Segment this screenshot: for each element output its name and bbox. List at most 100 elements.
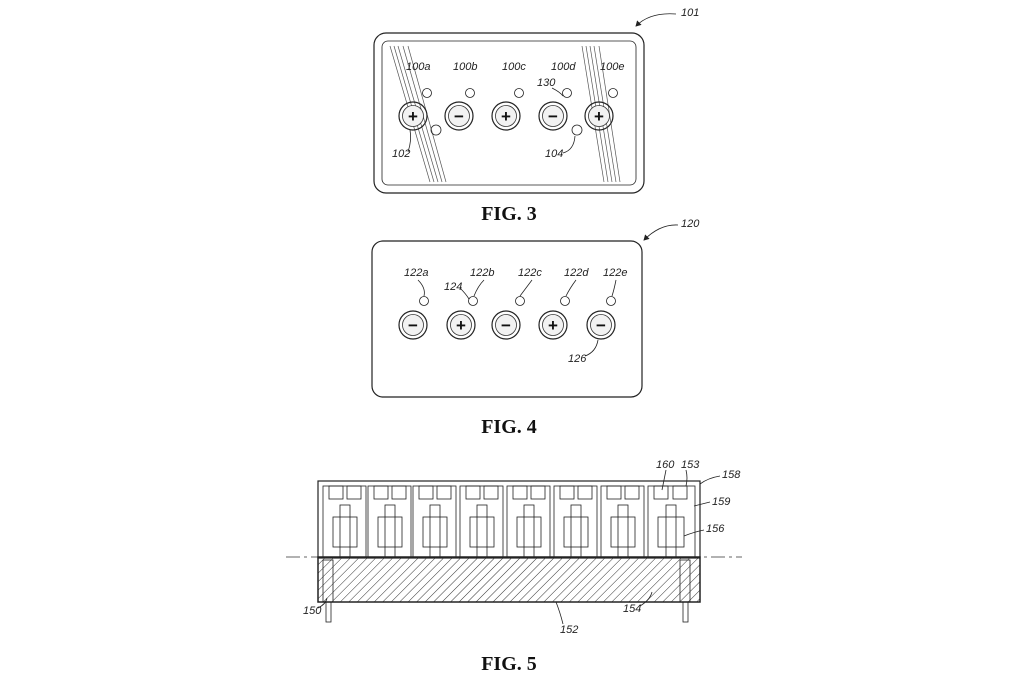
fig3-terminal-3-sign: + bbox=[501, 107, 511, 126]
fig3-ref-102-leader bbox=[407, 129, 412, 153]
fig5-lower-block bbox=[317, 556, 701, 603]
fig4-terminal-4-sign: + bbox=[548, 316, 558, 335]
fig4-label-122d: 122d bbox=[564, 267, 589, 279]
fig5-cell-6 bbox=[553, 485, 598, 558]
fig3-ref-130: 130 bbox=[537, 77, 556, 89]
fig3-terminal-5-sign: + bbox=[594, 107, 604, 126]
fig4-hole-122b bbox=[468, 296, 478, 306]
fig4-housing bbox=[371, 240, 643, 398]
fig4-hole-122c bbox=[515, 296, 525, 306]
fig5-ref-152-leader bbox=[555, 601, 564, 625]
fig3-terminal-2: − bbox=[444, 101, 474, 131]
fig4-label-122b: 122b bbox=[470, 267, 494, 279]
fig3-label-100c: 100c bbox=[502, 61, 526, 73]
fig5-ref-156-leader bbox=[683, 529, 705, 537]
fig5-cell-5 bbox=[506, 485, 551, 558]
fig4-hole-labels: 122a 122b 122c 122d 122e bbox=[404, 267, 627, 279]
fig3-label-100e: 100e bbox=[600, 61, 624, 73]
fig4-indicator-holes bbox=[419, 296, 616, 306]
fig5-ref-150: 150 bbox=[303, 605, 322, 617]
fig3-inner-panel bbox=[381, 40, 637, 186]
fig4-hole-122e bbox=[606, 296, 616, 306]
fig3-terminal-1-sign: + bbox=[408, 107, 418, 126]
fig3-ref-101-arrow bbox=[635, 13, 677, 27]
figure-3: 101 100a 100b 100c 100d 100e 130 bbox=[373, 7, 699, 225]
fig3-ref-130-leader bbox=[551, 87, 564, 97]
fig3-ref-101: 101 bbox=[681, 7, 699, 19]
fig5-ref-156: 156 bbox=[706, 523, 725, 535]
fig3-hole-100e bbox=[608, 88, 618, 98]
fig5-ref-150-leader bbox=[317, 597, 328, 609]
fig3-vent-hole-right bbox=[571, 124, 583, 136]
fig5-cell-4 bbox=[459, 485, 504, 558]
fig5-ref-160: 160 bbox=[656, 459, 675, 471]
fig3-ref-104-leader bbox=[562, 135, 576, 154]
fig5-ref-154: 154 bbox=[623, 603, 641, 615]
fig4-terminal-1-sign: − bbox=[408, 316, 418, 335]
fig5-ref-158: 158 bbox=[722, 469, 741, 481]
fig4-ref-124: 124 bbox=[444, 281, 462, 293]
fig5-ref-159-leader bbox=[693, 501, 711, 507]
fig4-terminal-1: − bbox=[398, 310, 428, 340]
fig3-label-100a: 100a bbox=[406, 61, 430, 73]
fig5-upper-body bbox=[317, 480, 701, 559]
fig3-terminals: + − + − + bbox=[398, 101, 614, 131]
fig4-terminal-3: − bbox=[491, 310, 521, 340]
fig4-terminal-4: + bbox=[538, 310, 568, 340]
fig3-caption: FIG. 3 bbox=[481, 203, 537, 225]
fig3-hole-labels: 100a 100b 100c 100d 100e bbox=[406, 61, 624, 73]
fig5-cell-8 bbox=[647, 485, 696, 558]
fig4-ref-126: 126 bbox=[568, 353, 587, 365]
fig3-hole-100b bbox=[465, 88, 475, 98]
fig3-outer-housing bbox=[373, 32, 645, 194]
fig5-cell-2 bbox=[367, 485, 412, 558]
fig5-cell-7 bbox=[600, 485, 645, 558]
fig4-ref-120-arrow bbox=[643, 224, 679, 241]
fig5-terminal-pin-left bbox=[322, 559, 334, 623]
figure-4: 120 122a 122b 122c 122d 122e 124 bbox=[371, 218, 700, 438]
fig4-caption: FIG. 4 bbox=[481, 416, 537, 438]
fig4-terminals: − + − + − bbox=[398, 310, 616, 340]
fig4-label-leaders bbox=[417, 279, 617, 297]
fig3-terminal-4-sign: − bbox=[548, 107, 558, 126]
fig5-ref-158-leader bbox=[699, 475, 721, 485]
fig4-label-122a: 122a bbox=[404, 267, 428, 279]
fig5-ref-160-leader bbox=[661, 469, 667, 491]
fig3-terminal-4: − bbox=[538, 101, 568, 131]
figure-5: 150 152 154 153 160 158 159 156 FIG. 5 bbox=[286, 459, 742, 675]
fig5-ref-153-leader bbox=[685, 469, 688, 487]
fig4-label-122c: 122c bbox=[518, 267, 542, 279]
fig4-hole-122d bbox=[560, 296, 570, 306]
fig5-ref-152: 152 bbox=[560, 624, 578, 636]
fig3-hole-100a bbox=[422, 88, 432, 98]
fig3-ref-102: 102 bbox=[392, 148, 410, 160]
fig3-ref-104: 104 bbox=[545, 148, 563, 160]
fig3-terminal-5: + bbox=[584, 101, 614, 131]
fig3-label-100d: 100d bbox=[551, 61, 576, 73]
fig4-ref-124-leader bbox=[459, 287, 470, 300]
fig3-terminal-1: + bbox=[398, 101, 428, 131]
fig5-cell-3 bbox=[412, 485, 457, 558]
fig5-cell-1 bbox=[322, 485, 367, 558]
fig5-ref-153: 153 bbox=[681, 459, 700, 471]
fig4-terminal-5-sign: − bbox=[596, 316, 606, 335]
fig4-label-122e: 122e bbox=[603, 267, 627, 279]
fig5-terminal-pin-right bbox=[679, 559, 691, 623]
fig3-terminal-3: + bbox=[491, 101, 521, 131]
fig3-indicator-holes bbox=[422, 88, 618, 136]
fig4-terminal-5: − bbox=[586, 310, 616, 340]
fig3-hole-100d bbox=[562, 88, 572, 98]
fig3-hole-100c bbox=[514, 88, 524, 98]
fig5-ref-154-leader bbox=[639, 591, 653, 607]
fig4-terminal-2-sign: + bbox=[456, 316, 466, 335]
fig3-terminal-2-sign: − bbox=[454, 107, 464, 126]
fig3-label-100b: 100b bbox=[453, 61, 477, 73]
fig3-vent-hole-left bbox=[430, 124, 442, 136]
fig5-ref-159: 159 bbox=[712, 496, 730, 508]
fig4-terminal-3-sign: − bbox=[501, 316, 511, 335]
fig5-caption: FIG. 5 bbox=[481, 653, 537, 675]
fig4-ref-126-leader bbox=[584, 339, 599, 357]
fig4-terminal-2: + bbox=[446, 310, 476, 340]
